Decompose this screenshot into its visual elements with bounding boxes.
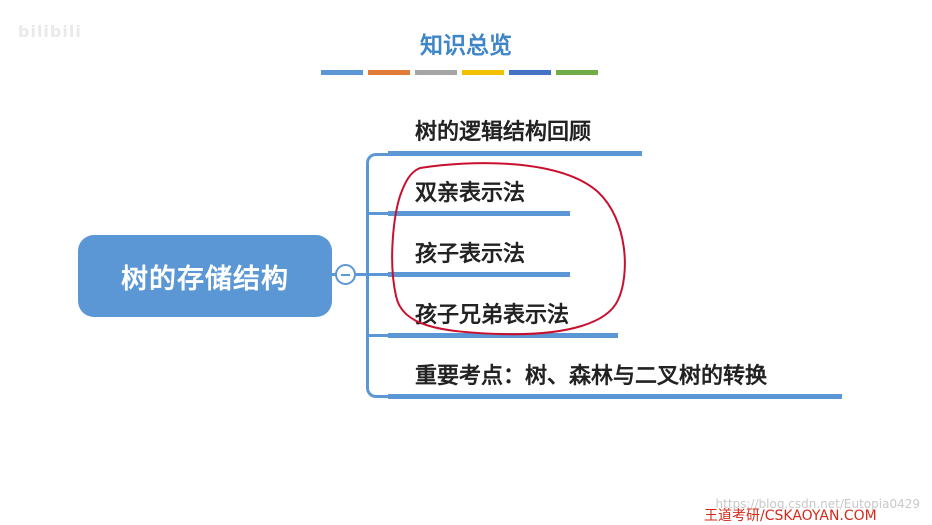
branch-tick-4: [368, 334, 388, 337]
branch-underline-parent-representation: [388, 211, 570, 216]
mindmap-root-node[interactable]: 树的存储结构: [78, 235, 332, 317]
branch-underline-tree-logic-review: [388, 151, 642, 156]
brand-footer: 王道考研/CSKAOYAN.COM: [704, 508, 877, 524]
branch-underline-key-exam-point: [388, 394, 842, 399]
toggle-connector: [356, 273, 368, 276]
branch-underline-child-representation: [388, 272, 570, 277]
root-connector: [332, 273, 336, 276]
color-bar-4: [462, 70, 504, 75]
color-bar-6: [556, 70, 598, 75]
branch-label-tree-logic-review[interactable]: 树的逻辑结构回顾: [415, 120, 592, 145]
color-bar-5: [509, 70, 551, 75]
url-watermark: https://blog.csdn.net/Eutopia0429: [715, 497, 920, 511]
branch-label-child-sibling-representation[interactable]: 孩子兄弟表示法: [415, 303, 570, 328]
branch-underline-child-sibling-representation: [388, 333, 618, 338]
page-title: 知识总览: [420, 33, 512, 59]
bilibili-watermark-logo: bilibili: [18, 22, 82, 41]
branch-label-parent-representation[interactable]: 双亲表示法: [415, 181, 526, 206]
branch-bracket: [366, 153, 388, 398]
color-bar-3: [415, 70, 457, 75]
branch-label-key-exam-point[interactable]: 重要考点：树、森林与二叉树的转换: [415, 364, 768, 389]
collapse-toggle-button[interactable]: [335, 264, 356, 285]
branch-label-child-representation[interactable]: 孩子表示法: [415, 242, 526, 267]
color-bar-2: [368, 70, 410, 75]
branch-tick-3: [368, 273, 388, 276]
color-bar-1: [321, 70, 363, 75]
branch-tick-2: [368, 212, 388, 215]
